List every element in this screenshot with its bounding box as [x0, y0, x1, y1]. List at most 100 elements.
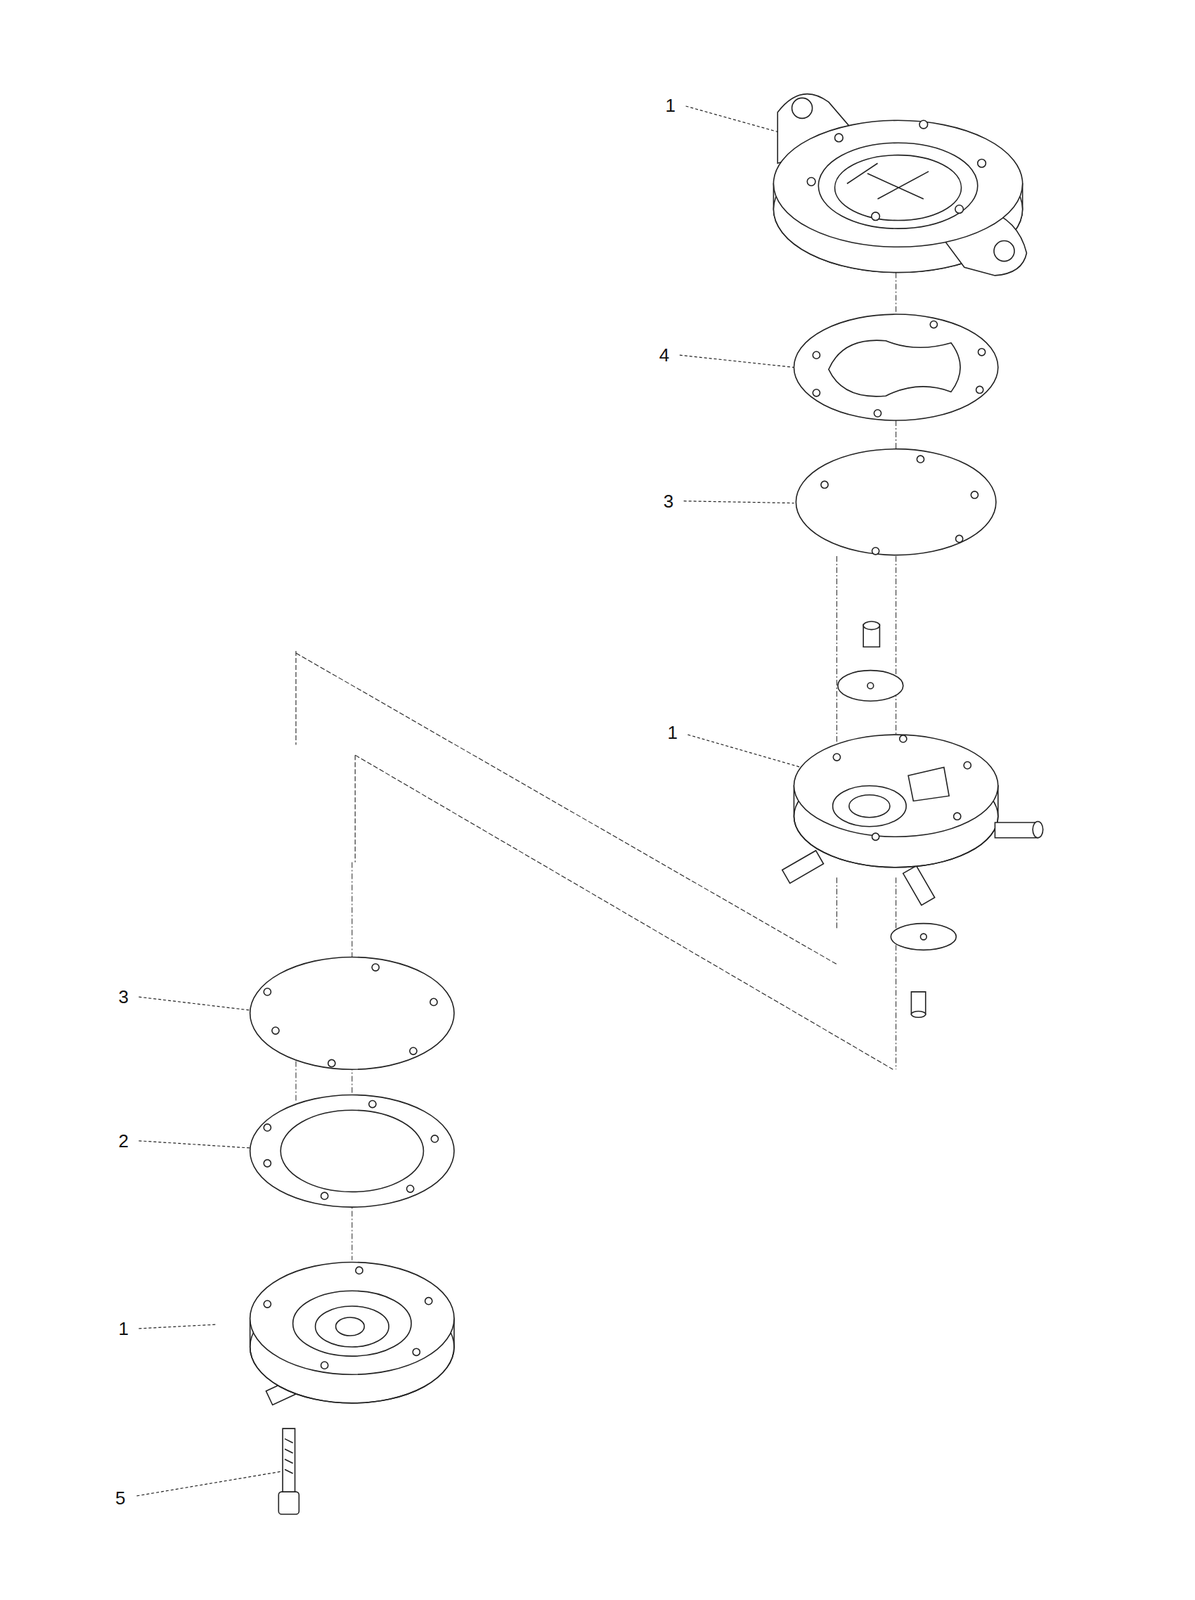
valve	[890, 923, 956, 1018]
bolt-hole	[821, 480, 829, 488]
leader-line	[687, 734, 801, 767]
bolt-hole	[328, 1059, 336, 1067]
bolt-hole	[321, 1361, 329, 1369]
hose-fitting	[782, 850, 824, 883]
leader-line	[138, 1324, 216, 1329]
callout-number: 3	[115, 986, 131, 1008]
bolt-hole	[430, 1135, 438, 1143]
callout-number: 4	[656, 344, 673, 366]
bolt-hole	[272, 1026, 280, 1035]
gasket-cutout	[828, 340, 961, 397]
bolt-hole	[812, 389, 820, 397]
bolt-hole	[916, 455, 924, 463]
cover-recess	[315, 1306, 390, 1347]
callout-number: 1	[662, 94, 679, 116]
bolt-hole	[955, 205, 964, 214]
bolt-hole	[407, 1185, 415, 1193]
bolt-hole	[976, 385, 984, 393]
bolt-hole	[956, 534, 964, 542]
bolt-hole	[369, 1100, 377, 1108]
bolt-hole	[963, 761, 971, 770]
top-cover	[773, 94, 1027, 276]
centre-line	[895, 556, 897, 735]
bolt-hole	[321, 1192, 329, 1200]
bolt-hole	[263, 988, 271, 996]
diaphragm	[795, 449, 997, 556]
bolt-hole	[355, 1266, 363, 1274]
leader-line	[138, 1140, 250, 1148]
screw	[278, 1428, 299, 1515]
gasket-ring	[793, 314, 998, 421]
bolt-hole	[993, 241, 1015, 262]
leader-line	[137, 1471, 282, 1496]
bolt-hole	[953, 812, 961, 820]
callout-number: 1	[664, 721, 680, 744]
leader-lines	[137, 106, 802, 1496]
guide-line	[354, 754, 356, 862]
valve	[837, 621, 904, 701]
gasket	[250, 1094, 455, 1207]
cover-recess	[835, 155, 962, 221]
guide-line	[295, 650, 296, 746]
hose-fitting	[1032, 821, 1044, 838]
callout-number: 1	[115, 1318, 131, 1340]
valve-screw	[911, 1010, 926, 1018]
diaphragm-disc	[250, 957, 455, 1070]
bolt-hole	[929, 321, 938, 329]
valve-screw	[863, 621, 880, 630]
cover-boss	[336, 1317, 365, 1336]
bolt-hole	[977, 158, 987, 168]
bolt-hole	[371, 963, 379, 971]
cover-recess	[818, 142, 978, 229]
bolt-hole	[899, 735, 907, 743]
bolt-hole	[806, 177, 816, 187]
bolt-hole	[970, 491, 978, 499]
diaphragm-disc	[795, 449, 997, 556]
bolt-hole	[872, 547, 880, 555]
centre-line	[836, 556, 838, 755]
bolt-hole	[792, 97, 813, 119]
screw-thread	[284, 1438, 294, 1474]
centre-line	[836, 877, 838, 929]
bolt-hole	[835, 133, 844, 142]
gasket-ring	[280, 1109, 424, 1192]
bolt-hole	[978, 348, 986, 356]
valve-seat	[832, 785, 907, 827]
centre-line	[895, 420, 897, 450]
bolt-hole	[919, 120, 928, 129]
bolt-hole	[263, 1159, 271, 1167]
valve-hole	[920, 933, 927, 940]
gasket-ring	[250, 1094, 455, 1207]
callout-number: 3	[660, 490, 677, 512]
leader-line	[683, 501, 795, 504]
hose-fitting	[903, 865, 935, 905]
cover-face	[250, 1262, 455, 1375]
gasket	[793, 314, 998, 421]
guide-line	[295, 653, 837, 965]
bottom-cover	[250, 1262, 455, 1406]
hose-fitting	[994, 822, 1038, 838]
valve-disc	[890, 923, 956, 951]
centre-line	[295, 1061, 297, 1103]
body-port	[908, 767, 949, 802]
cover-recess	[293, 1290, 412, 1356]
leader-line	[679, 354, 795, 367]
bolt-hole	[832, 753, 841, 761]
bolt-hole	[412, 1348, 420, 1356]
leader-line	[686, 106, 781, 133]
valve-seat	[849, 795, 890, 818]
pump-body	[782, 734, 1044, 906]
bolt-hole	[263, 1300, 271, 1308]
bolt-hole	[873, 409, 881, 417]
bolt-hole	[872, 832, 880, 841]
bolt-hole	[409, 1047, 417, 1055]
centre-line	[895, 877, 897, 1070]
callout-number: 5	[112, 1487, 128, 1509]
leader-line	[138, 996, 250, 1011]
diaphragm	[250, 957, 455, 1070]
bolt-hole	[425, 1297, 433, 1305]
screw-shank	[282, 1428, 295, 1494]
cover-ribs	[847, 163, 929, 199]
